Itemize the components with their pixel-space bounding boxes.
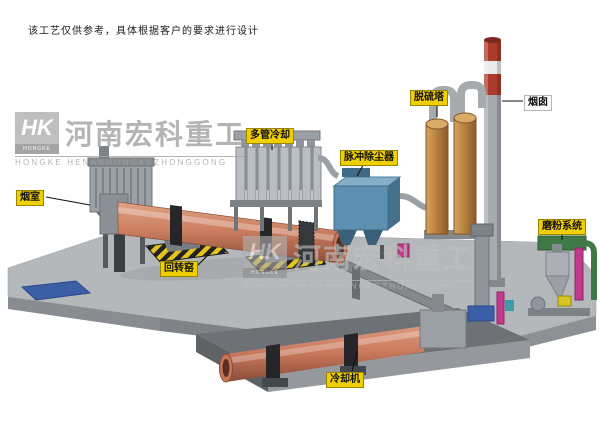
blue-pad <box>20 280 92 301</box>
label-cooling-machine: 冷却机 <box>326 372 364 388</box>
label-grinding-system: 磨粉系统 <box>538 219 586 235</box>
cooling-machine <box>219 326 424 387</box>
pulse-dust-collector <box>317 155 428 259</box>
label-pulse-dust-collector: 脉冲除尘器 <box>340 150 398 166</box>
leader-lines <box>45 100 563 372</box>
fan-unit <box>397 243 410 258</box>
bucket-elevator <box>467 223 514 325</box>
multi-tube-cooler <box>230 130 322 231</box>
label-chimney: 烟囱 <box>524 95 552 111</box>
desulfurization-towers <box>424 81 486 239</box>
cooler-discharge-hood <box>419 294 467 349</box>
label-multi-tube-cooler: 多管冷却 <box>246 128 294 144</box>
label-smoke-chamber: 烟室 <box>16 190 44 206</box>
grinding-system <box>528 235 597 316</box>
label-desulfurization-tower: 脱硫塔 <box>410 90 448 106</box>
chimney <box>480 37 505 287</box>
label-rotary-kiln: 回转窑 <box>160 261 198 277</box>
disclaimer-note: 该工艺仅供参考，具体根据客户的要求进行设计 <box>28 26 259 37</box>
